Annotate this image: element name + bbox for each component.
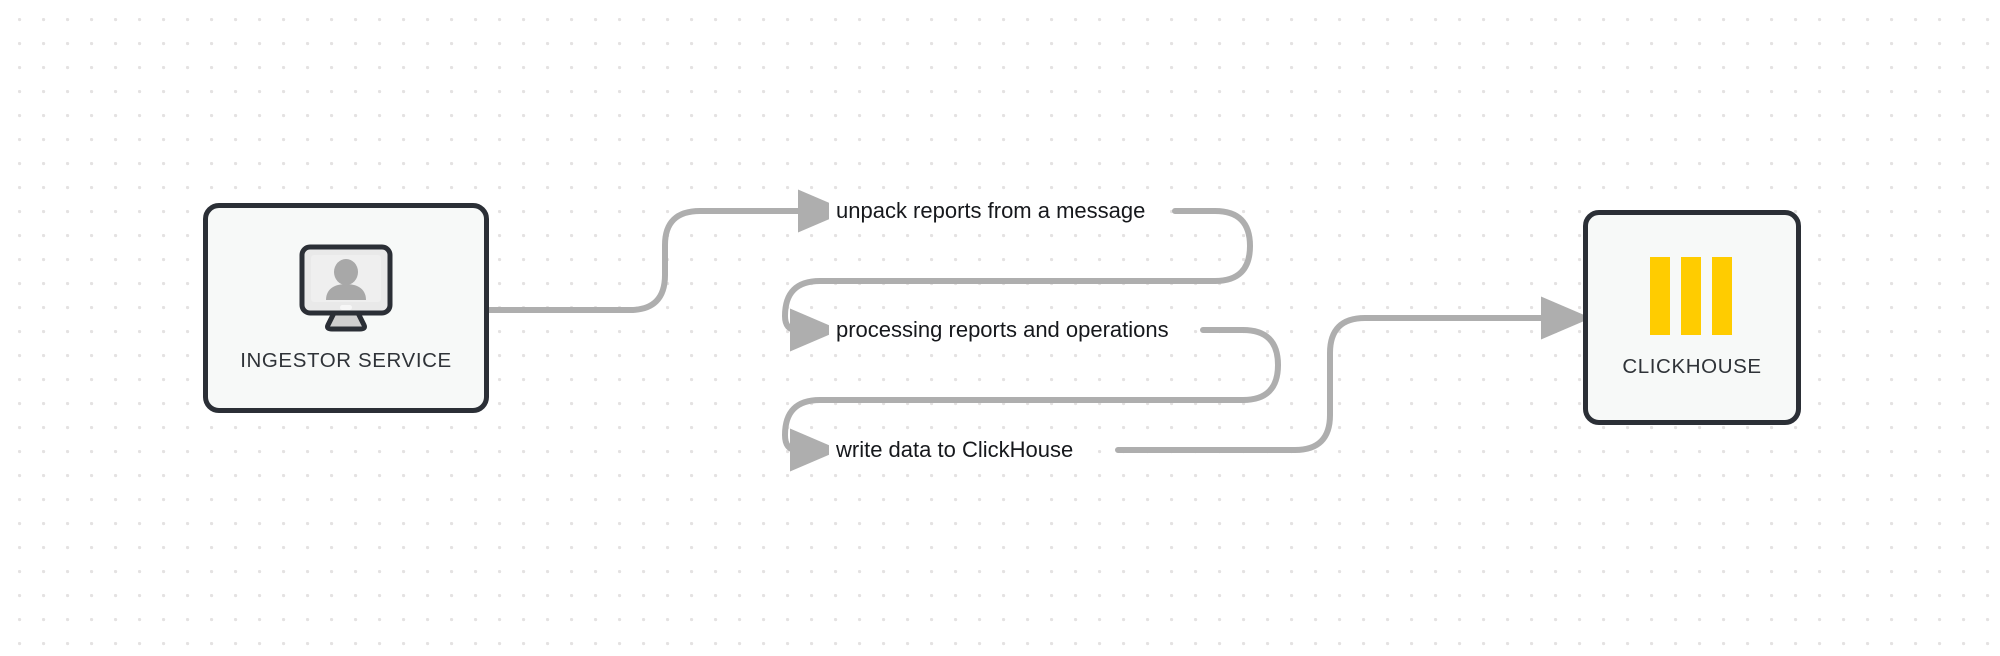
node-clickhouse-label: CLICKHOUSE [1622,354,1762,378]
edge-segment-row3-to-clickhouse [1115,296,1592,453]
node-ingestor-service[interactable]: INGESTOR SERVICE [203,203,489,413]
node-clickhouse[interactable]: CLICKHOUSE [1583,210,1801,425]
edge-segment-row2-turn [781,327,1282,472]
edge-label-unpack: unpack reports from a message [829,198,1153,224]
edge-segment-ingestor-to-row1 [486,189,849,313]
node-ingestor-service-label: INGESTOR SERVICE [240,349,452,372]
edge-segment-row1-turn [781,208,1254,352]
edge-label-write: write data to ClickHouse [829,437,1081,463]
clickhouse-logo-icon [1644,256,1740,335]
monitor-user-icon [296,243,396,335]
edge-label-processing: processing reports and operations [829,317,1176,343]
